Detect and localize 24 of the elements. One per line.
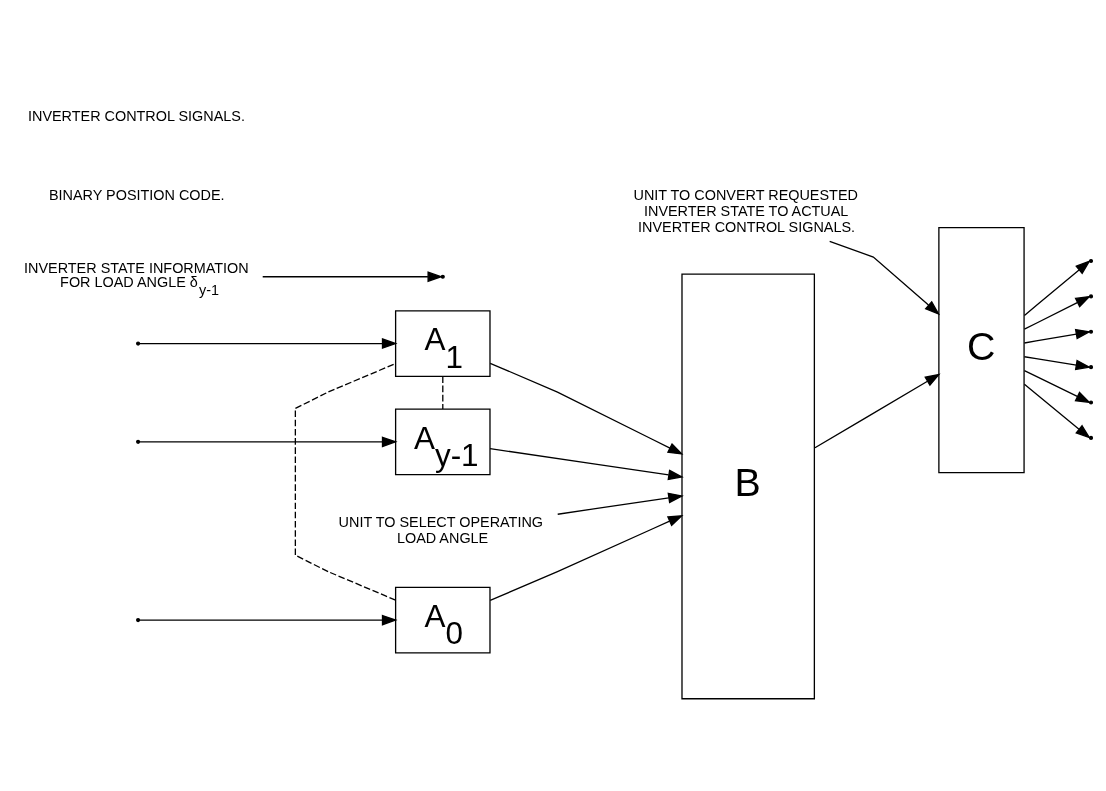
arrow <box>489 362 684 455</box>
label: INVERTER CONTROL SIGNALS. <box>27 107 245 123</box>
arrow <box>1023 369 1092 403</box>
arrow <box>1023 259 1091 316</box>
arrow <box>262 270 444 282</box>
arrow <box>1023 295 1092 330</box>
connector <box>294 362 397 601</box>
arrow <box>814 373 941 448</box>
arrow <box>489 514 684 601</box>
connector <box>442 375 444 410</box>
node-text: UNIT TO CONVERT REQUESTED INVERTER STATE TO ACTUAL INVERTER CONTROL SIGNALS. <box>633 186 858 235</box>
node-box: C <box>938 226 1025 473</box>
arrow <box>557 492 684 515</box>
node-text: UNIT TO SELECT OPERATING LOAD ANGLE <box>338 513 544 546</box>
arrow <box>138 337 398 349</box>
arrow <box>1023 383 1091 439</box>
label: BINARY POSITION CODE. <box>48 186 225 203</box>
arrow <box>829 240 941 315</box>
node-box: B <box>681 272 816 699</box>
arrow <box>138 614 398 626</box>
arrow <box>1023 328 1092 344</box>
arrow <box>489 447 684 480</box>
arrow <box>138 435 398 447</box>
arrow <box>1023 355 1092 370</box>
